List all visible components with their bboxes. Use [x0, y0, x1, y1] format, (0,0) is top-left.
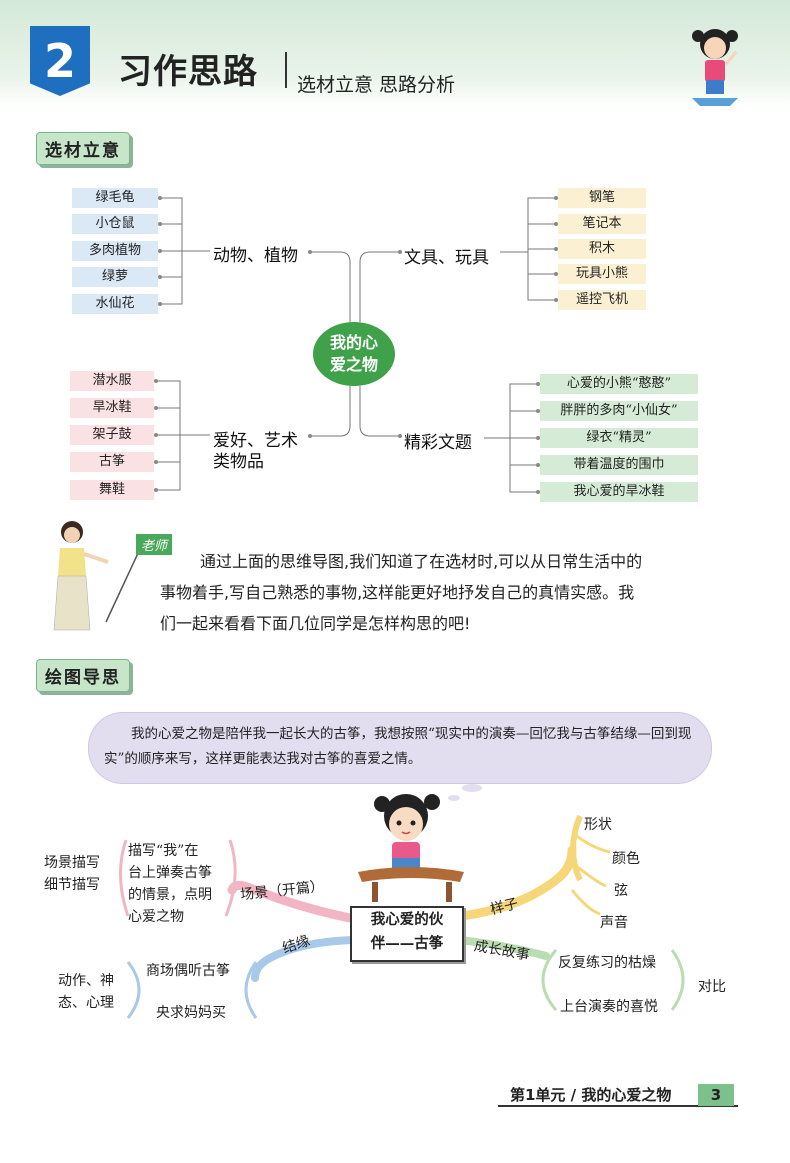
- growth-item: 上台演奏的喜悦: [560, 999, 658, 1015]
- item-essay-title: 带着温度的围巾: [540, 455, 698, 475]
- section-tag-huitu: 绘图导思: [36, 659, 130, 692]
- title-divider: [285, 52, 287, 88]
- origin-item: 商场偶听古筝: [146, 963, 230, 979]
- scene-side: 场景描写 细节描写: [44, 852, 100, 896]
- page-number: 3: [698, 1084, 734, 1106]
- teacher-label: 老师: [136, 534, 173, 555]
- teacher-text-line: 通过上面的思维导图,我们知道了在选材时,可以从日常生活中的: [200, 552, 643, 571]
- category-hobby-art: 爱好、艺术: [213, 431, 298, 451]
- section-tag-xuancai: 选材立意: [36, 132, 130, 165]
- item-animal-plant: 小仓鼠: [72, 214, 158, 234]
- item-stationery-toy: 钢笔: [558, 188, 646, 208]
- mindmap2-center: 我心爱的伙 伴——古筝: [350, 906, 464, 962]
- item-stationery-toy: 笔记本: [558, 214, 646, 234]
- mindmap-center-node: 我的心 爱之物: [313, 322, 395, 386]
- teacher-text-line: 们一起来看看下面几位同学是怎样构思的吧!: [160, 614, 471, 633]
- item-essay-title: 绿衣“精灵”: [540, 428, 698, 448]
- appearance-item: 弦: [614, 883, 628, 899]
- appearance-item: 颜色: [612, 851, 640, 867]
- scene-detail-line: 心爱之物: [128, 909, 184, 925]
- item-stationery-toy: 玩具小熊: [558, 264, 646, 284]
- scene-side-line: 细节描写: [44, 877, 100, 893]
- growth-contrast: 对比: [698, 979, 726, 995]
- category-essay-titles: 精彩文题: [404, 433, 472, 453]
- item-animal-plant: 绿萝: [72, 267, 158, 287]
- chapter-subtitle: 选材立意 思路分析: [297, 74, 456, 96]
- thought-dots: [448, 784, 482, 801]
- mindmap2-branches: [118, 814, 685, 1019]
- category-hobby-art-line2: 类物品: [213, 452, 264, 472]
- item-hobby-art: 古筝: [70, 452, 154, 472]
- origin-side-line: 动作、神: [58, 973, 114, 989]
- item-hobby-art: 架子鼓: [70, 425, 154, 445]
- category-animal-plant: 动物、植物: [213, 246, 298, 266]
- student-thought-bubble: [88, 712, 712, 784]
- appearance-item: 形状: [584, 817, 612, 833]
- footer-unit: 第1单元 / 我的心爱之物: [510, 1086, 672, 1104]
- footer-line: [498, 1105, 738, 1107]
- item-hobby-art: 潜水服: [70, 371, 154, 391]
- teacher-illustration: [53, 521, 147, 631]
- item-essay-title: 我心爱的旱冰鞋: [540, 482, 698, 502]
- girl-guzheng-illustration: [358, 794, 464, 902]
- center-line: 我心爱的伙: [370, 912, 444, 928]
- center-line: 伴——古筝: [370, 936, 444, 952]
- mindmap1-connectors: [154, 196, 558, 494]
- girl-illustration: [692, 29, 738, 106]
- growth-item: 反复练习的枯燥: [558, 955, 656, 971]
- scene-detail: 描写“我”在 台上弹奏古筝 的情景，点明 心爱之物: [128, 840, 212, 928]
- chapter-number-badge: 2: [30, 26, 90, 96]
- item-animal-plant: 水仙花: [72, 294, 158, 314]
- student-thought-text: 我的心爱之物是陪伴我一起长大的古筝，我想按照“现实中的演奏—回忆我与古筝结缘—回…: [104, 726, 692, 767]
- item-hobby-art: 舞鞋: [70, 480, 154, 500]
- origin-side: 动作、神 态、心理: [58, 970, 114, 1014]
- scene-detail-line: 的情景，点明: [128, 887, 212, 903]
- item-hobby-art: 旱冰鞋: [70, 398, 154, 418]
- scene-detail-line: 台上弹奏古筝: [128, 865, 212, 881]
- item-essay-title: 胖胖的多肉“小仙女”: [540, 401, 698, 421]
- origin-side-line: 态、心理: [58, 995, 114, 1011]
- item-animal-plant: 绿毛龟: [72, 188, 158, 208]
- item-stationery-toy: 积木: [558, 239, 646, 259]
- category-stationery-toy: 文具、玩具: [404, 248, 489, 268]
- center-line: 爱之物: [329, 355, 378, 374]
- scene-detail-line: 描写“我”在: [128, 843, 199, 859]
- origin-item: 央求妈妈买: [156, 1005, 226, 1021]
- item-essay-title: 心爱的小熊“憨憨”: [540, 374, 698, 394]
- teacher-text-line: 事物着手,写自己熟悉的事物,这样能更好地抒发自己的真情实感。我: [160, 583, 635, 602]
- appearance-item: 声音: [600, 915, 628, 931]
- scene-side-line: 场景描写: [44, 855, 100, 871]
- chapter-title: 习作思路: [118, 52, 258, 92]
- item-stationery-toy: 遥控飞机: [558, 290, 646, 310]
- item-animal-plant: 多肉植物: [72, 241, 158, 261]
- page-header: [0, 0, 790, 108]
- center-line: 我的心: [329, 333, 378, 352]
